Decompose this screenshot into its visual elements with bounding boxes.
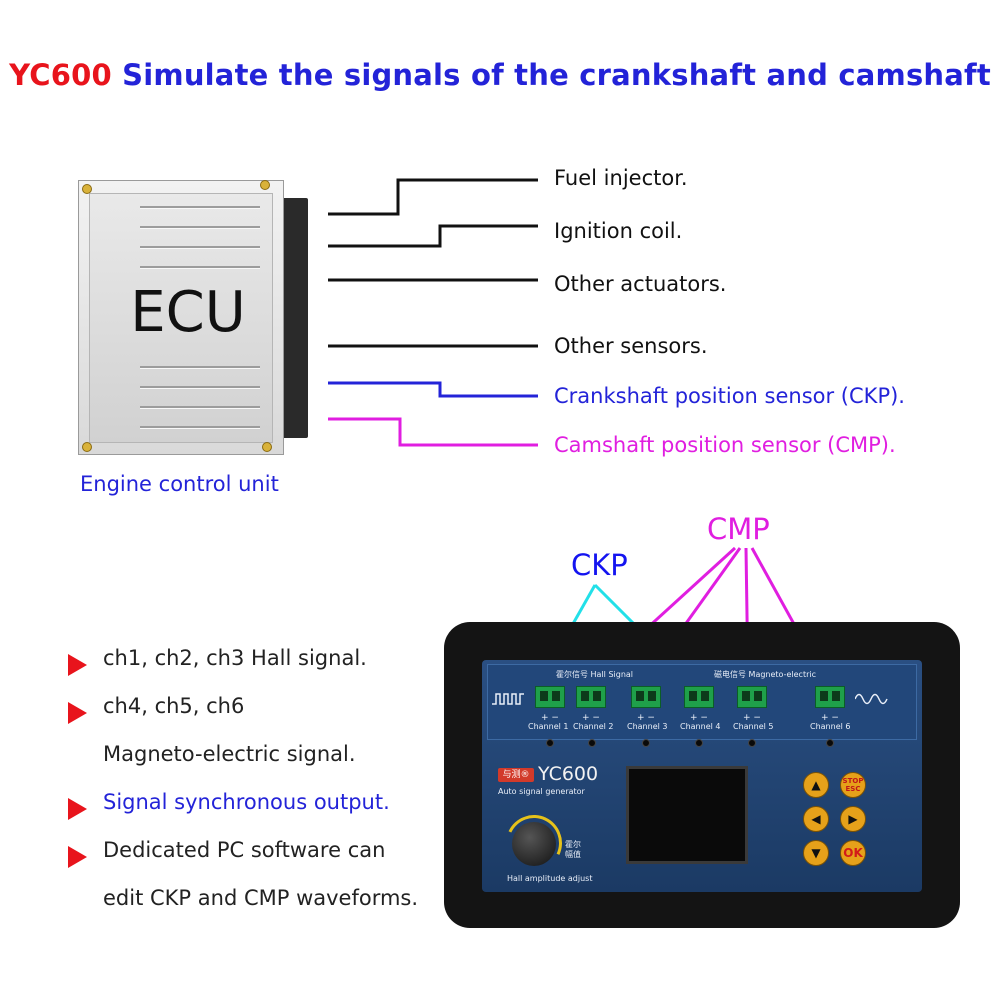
channel-led	[695, 739, 703, 747]
hall-amplitude-knob[interactable]	[512, 822, 556, 866]
channel-led	[642, 739, 650, 747]
magneto-header: 磁电信号 Magneto-electric	[714, 670, 816, 679]
device-screen	[626, 766, 748, 864]
channel-polarity: + −	[637, 713, 655, 723]
channel-polarity: + −	[743, 713, 761, 723]
channel-label: Channel 5	[733, 722, 774, 731]
feature-text: edit CKP and CMP waveforms.	[103, 886, 419, 910]
ecu-caption: Engine control unit	[80, 472, 279, 496]
feature-text: ch4, ch5, ch6	[103, 694, 245, 718]
channel-label: Channel 4	[680, 722, 721, 731]
hall-signal-header: 霍尔信号 Hall Signal	[556, 670, 634, 679]
title-brand: YC600	[9, 58, 112, 92]
signal-label-ignition-coil: Ignition coil.	[554, 219, 683, 243]
ecu-fin	[140, 266, 260, 268]
feature-text: Magneto-electric signal.	[103, 742, 356, 766]
cmp-callout-label: CMP	[707, 512, 770, 546]
title-text: Simulate the signals of the crankshaft a…	[111, 58, 991, 92]
channel-led	[748, 739, 756, 747]
left-button[interactable]: ◀	[803, 806, 829, 832]
ecu-connector	[282, 198, 308, 438]
knob-cn-label: 霍尔 幅值	[565, 840, 581, 859]
feature-text: Signal synchronous output.	[103, 790, 390, 814]
brand-logo: 与测®	[498, 768, 534, 782]
sine-wave-icon	[855, 693, 888, 705]
ecu-fin	[140, 206, 260, 208]
channel-2-connector[interactable]	[576, 686, 606, 708]
ecu-fin	[140, 406, 260, 408]
ecu-fin	[140, 426, 260, 428]
channel-4-connector[interactable]	[684, 686, 714, 708]
channel-5-connector[interactable]	[737, 686, 767, 708]
ckp-callout-label: CKP	[571, 548, 628, 582]
wire-fuel-injector	[328, 178, 538, 216]
signal-label-ckp: Crankshaft position sensor (CKP).	[554, 384, 905, 408]
screw-icon	[260, 180, 270, 190]
ecu-fin	[140, 366, 260, 368]
feature-text: ch1, ch2, ch3 Hall signal.	[103, 646, 367, 670]
ecu-label: ECU	[130, 280, 246, 345]
bullet-arrow-icon	[68, 846, 87, 868]
ecu-illustration: ECU	[78, 180, 308, 455]
device-subtitle: Auto signal generator	[498, 787, 585, 796]
wire-ckp	[328, 381, 538, 398]
bullet-arrow-icon	[68, 654, 87, 676]
channel-polarity: + −	[690, 713, 708, 723]
bullet-arrow-icon	[68, 702, 87, 724]
channel-1-connector[interactable]	[535, 686, 565, 708]
channel-label: Channel 6	[810, 722, 851, 731]
right-button[interactable]: ▶	[840, 806, 866, 832]
screw-icon	[262, 442, 272, 452]
stop-esc-button[interactable]: STOP ESC	[840, 772, 866, 798]
channel-led	[826, 739, 834, 747]
ecu-body	[78, 180, 284, 455]
device-model: YC600	[538, 763, 599, 785]
screw-icon	[82, 442, 92, 452]
channel-3-connector[interactable]	[631, 686, 661, 708]
signal-label-other-actuators: Other actuators.	[554, 272, 727, 296]
screw-icon	[82, 184, 92, 194]
wire-ignition-coil	[328, 224, 538, 248]
knob-label: Hall amplitude adjust	[507, 874, 593, 883]
down-button[interactable]: ▼	[803, 840, 829, 866]
channel-led	[546, 739, 554, 747]
signal-label-fuel-injector: Fuel injector.	[554, 166, 688, 190]
channel-polarity: + −	[582, 713, 600, 723]
page-title: YC600 Simulate the signals of the cranks…	[0, 58, 1000, 92]
signal-label-cmp: Camshaft position sensor (CMP).	[554, 433, 896, 457]
ecu-fin	[140, 386, 260, 388]
up-button[interactable]: ▲	[803, 772, 829, 798]
bullet-arrow-icon	[68, 798, 87, 820]
ok-button[interactable]: OK	[840, 840, 866, 866]
ecu-fin	[140, 226, 260, 228]
channel-label: Channel 1	[528, 722, 569, 731]
channel-polarity: + −	[541, 713, 559, 723]
feature-text: Dedicated PC software can	[103, 838, 386, 862]
ecu-fin	[140, 246, 260, 248]
channel-6-connector[interactable]	[815, 686, 845, 708]
ecu-face	[89, 193, 273, 443]
channel-polarity: + −	[821, 713, 839, 723]
signal-label-other-sensors: Other sensors.	[554, 334, 708, 358]
channel-label: Channel 2	[573, 722, 614, 731]
channel-label: Channel 3	[627, 722, 668, 731]
wire-cmp	[328, 417, 538, 447]
channel-led	[588, 739, 596, 747]
square-wave-icon	[492, 693, 524, 705]
